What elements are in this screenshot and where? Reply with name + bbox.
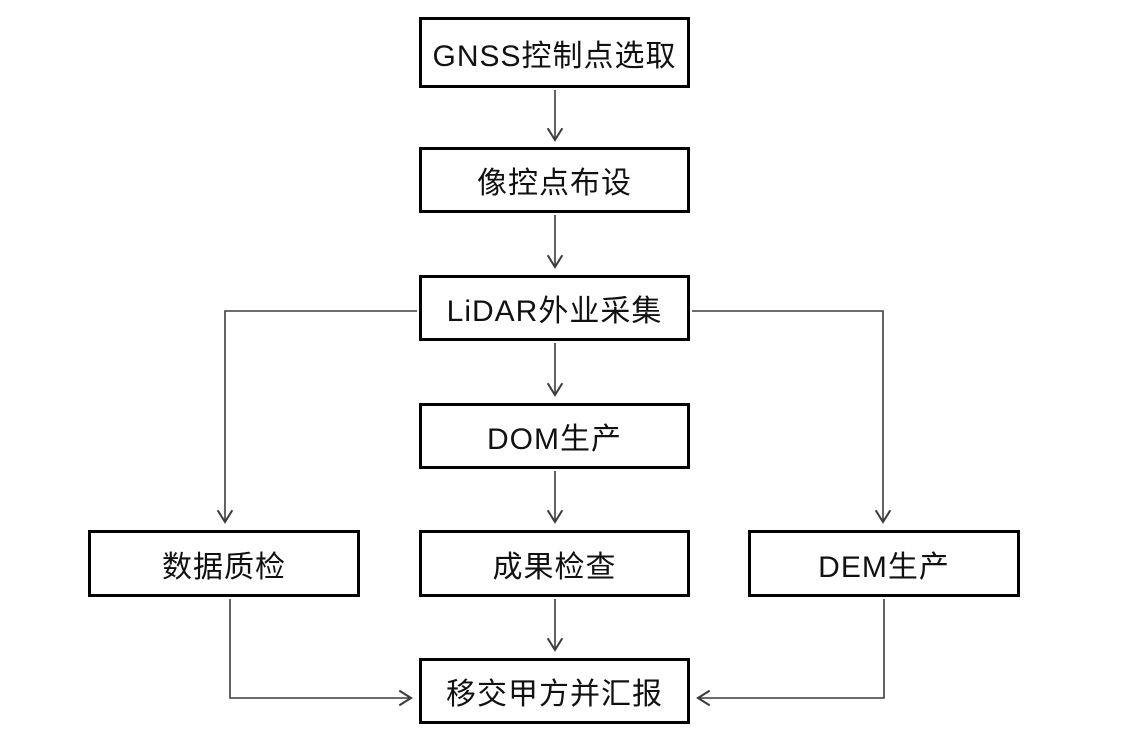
node-label: LiDAR外业采集 — [446, 295, 663, 328]
node-handover-and-report: 移交甲方并汇报 — [419, 658, 690, 724]
node-label: DOM生产 — [487, 423, 622, 456]
node-data-quality-check: 数据质检 — [88, 530, 360, 597]
node-gnss-control-point-selection: GNSS控制点选取 — [419, 17, 690, 88]
node-dem-production: DEM生产 — [748, 530, 1020, 597]
node-label: GNSS控制点选取 — [432, 39, 677, 73]
node-label: 数据质检 — [162, 550, 286, 584]
node-dom-production: DOM生产 — [419, 403, 690, 469]
node-label: 像控点布设 — [477, 167, 632, 200]
node-label: DEM生产 — [818, 550, 950, 584]
arrow-lidar-to-dem — [692, 310, 892, 524]
node-lidar-field-collection: LiDAR外业采集 — [419, 275, 690, 341]
node-photo-control-point-layout: 像控点布设 — [419, 147, 690, 213]
arrow-data-qc-to-handover — [229, 599, 413, 707]
arrow-lidar-to-data-qc — [216, 310, 417, 524]
node-label: 成果检查 — [492, 550, 617, 584]
node-label: 移交甲方并汇报 — [446, 678, 663, 711]
arrow-dem-to-handover — [696, 599, 885, 707]
node-result-inspection: 成果检查 — [419, 530, 690, 597]
